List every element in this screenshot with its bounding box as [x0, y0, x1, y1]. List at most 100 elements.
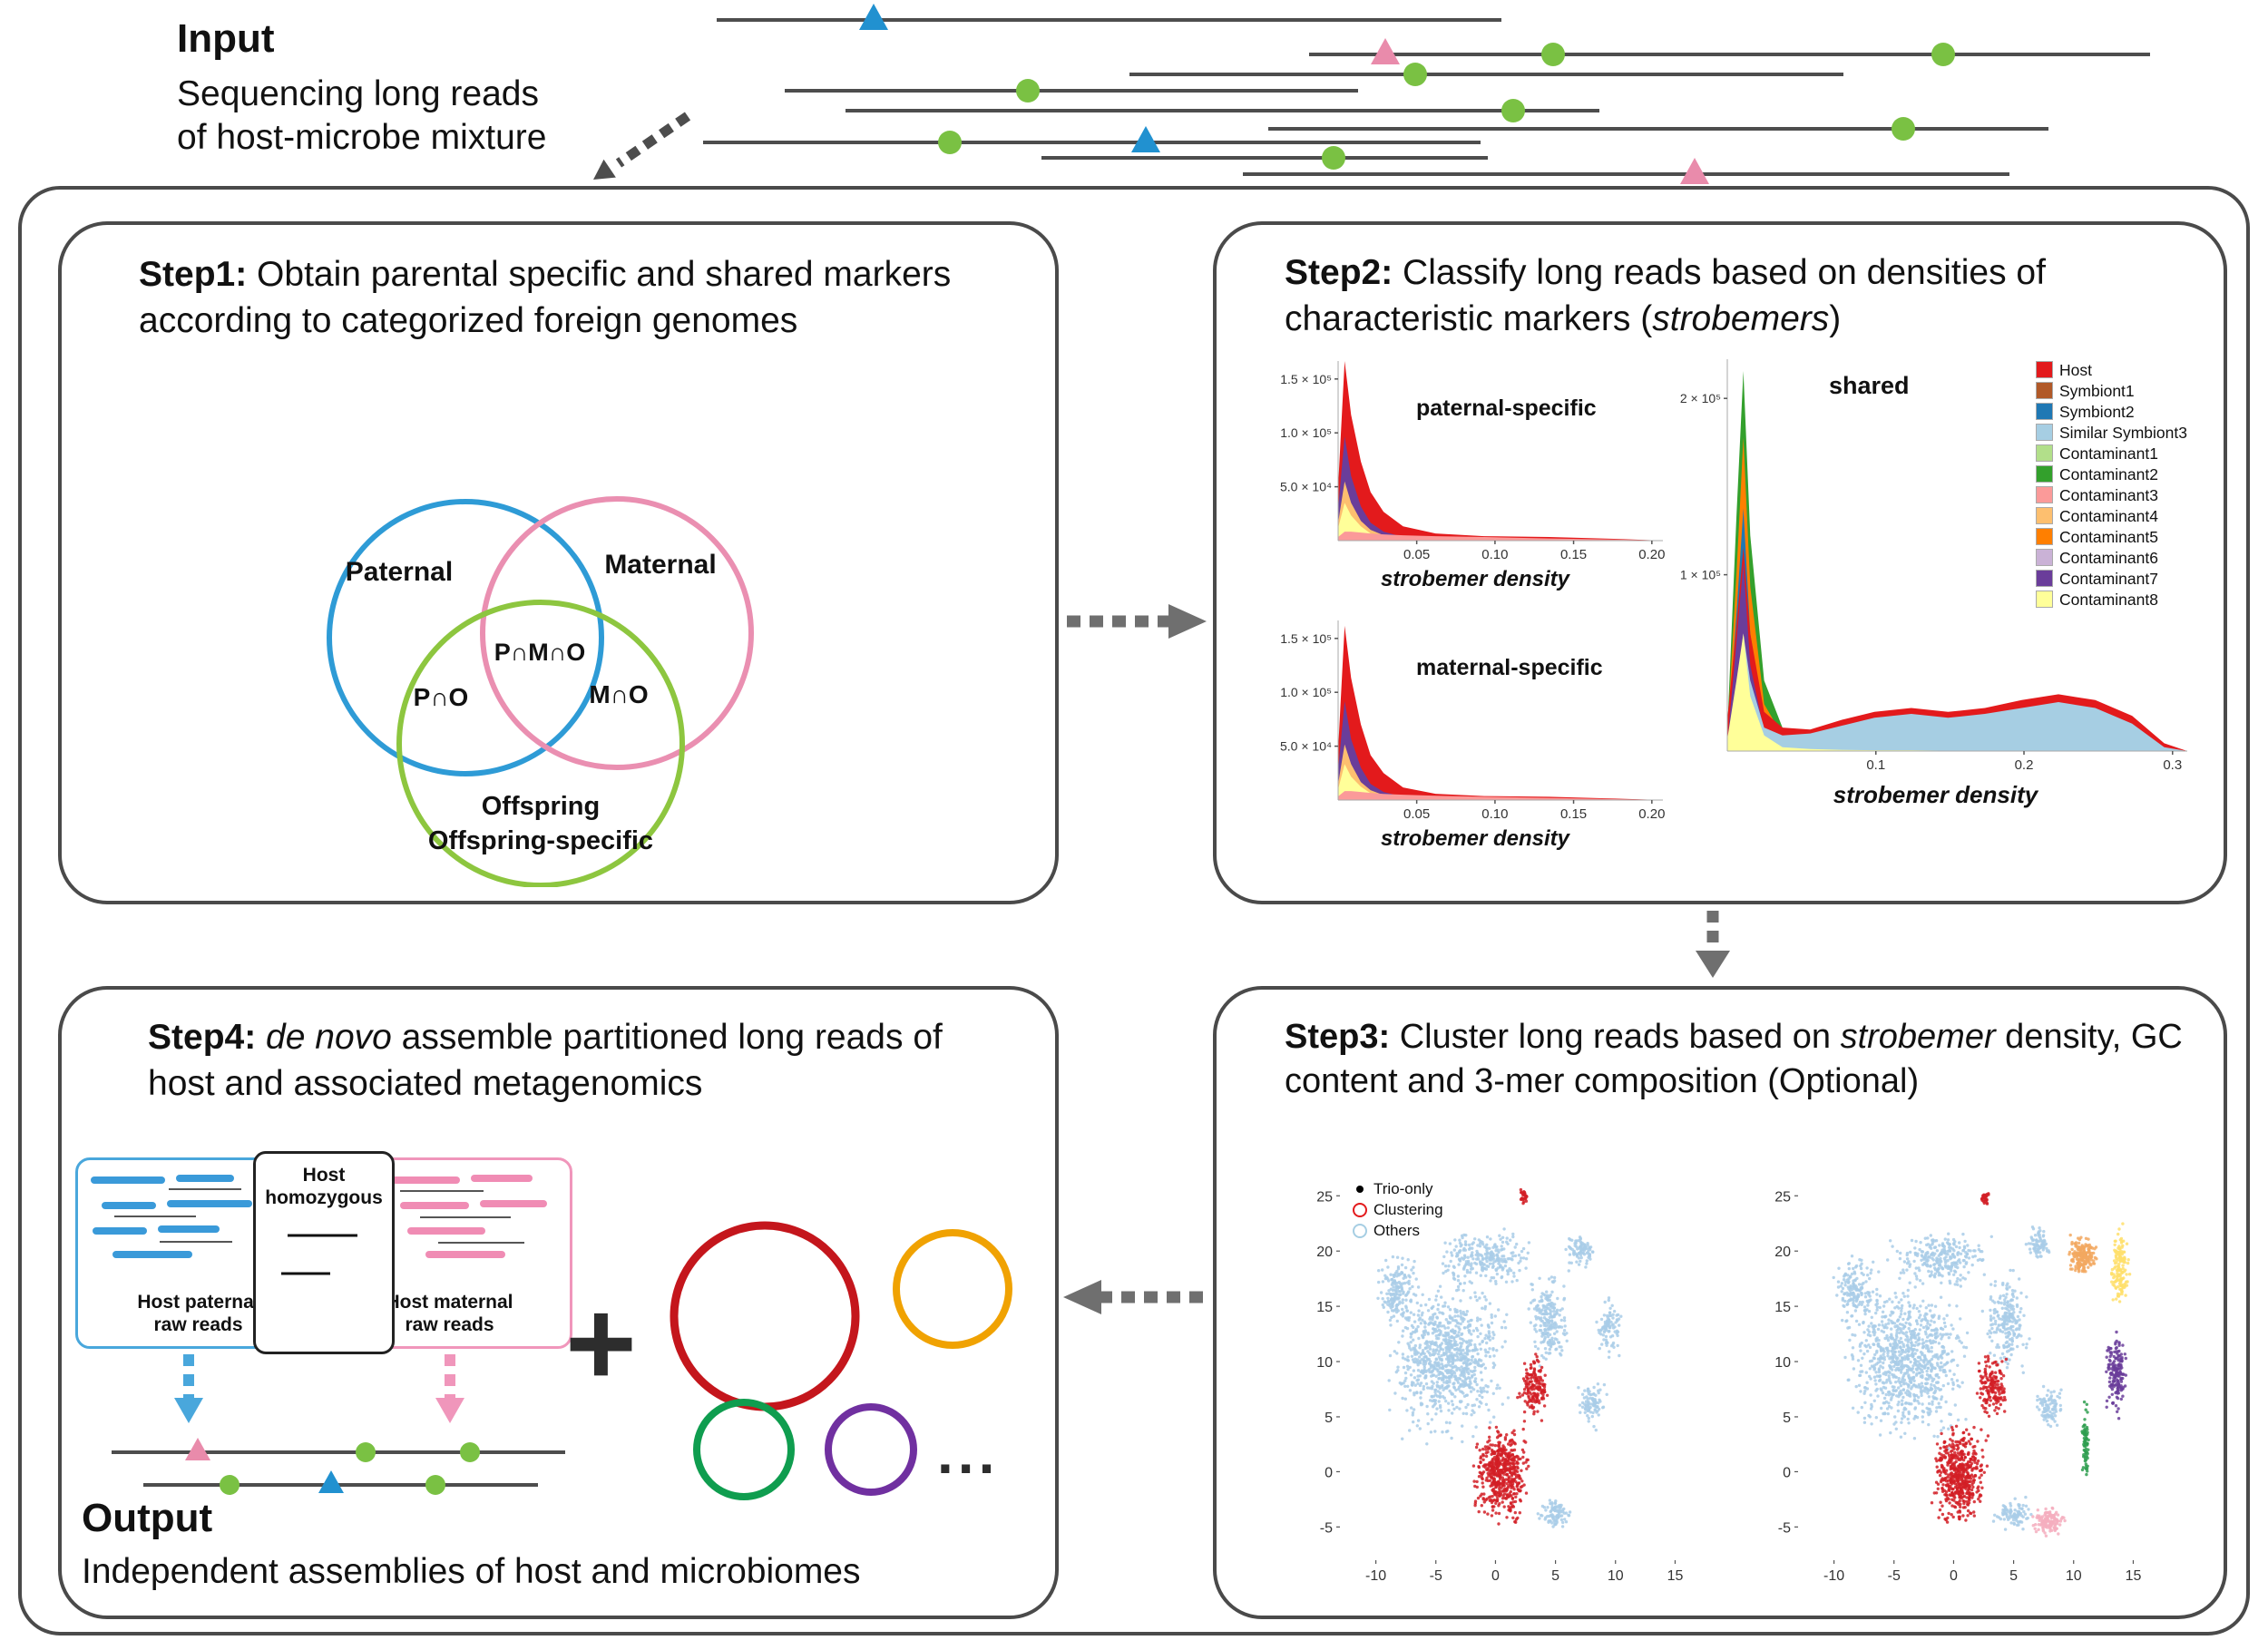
legend-label: Contaminant8: [2058, 590, 2158, 609]
venn-circle-maternal: [480, 496, 754, 770]
svg-text:15: 15: [1667, 1568, 1684, 1584]
paternal-reads-illustration: [91, 1175, 252, 1258]
legend-label: Contaminant2: [2058, 464, 2158, 483]
legend-label: Contaminant1: [2058, 444, 2158, 463]
legend-label: Similar Symbiont3: [2058, 423, 2187, 442]
svg-text:-5: -5: [1320, 1520, 1333, 1536]
legend-item: Contaminant1: [2035, 444, 2187, 463]
ellipsis: ...: [937, 1421, 999, 1486]
plus-sign: +: [565, 1274, 637, 1411]
legend-label: Symbiont2: [2058, 402, 2135, 421]
svg-text:0.05: 0.05: [1403, 547, 1430, 562]
square-swatch-icon: [2035, 528, 2053, 545]
step3-title-italic: strobemer: [1840, 1018, 1996, 1056]
step1-title: Step1: Obtain parental specific and shar…: [62, 225, 1055, 344]
svg-text:5.0 × 10⁴: 5.0 × 10⁴: [1280, 739, 1332, 754]
reads-group: [703, 4, 2150, 184]
venn-label-po: P∩O: [414, 683, 469, 711]
step4-title: Step4: de novo assemble partitioned long…: [62, 990, 1055, 1107]
legend-item: Contaminant7: [2035, 569, 2187, 588]
venn-label-maternal: Maternal: [604, 550, 716, 580]
step3-panel: Step3: Cluster long reads based on strob…: [1213, 986, 2227, 1619]
venn-label-offspring-specific: Offspring-specific: [428, 826, 653, 855]
legend-label: Contaminant3: [2058, 485, 2158, 504]
square-swatch-icon: [2035, 570, 2053, 587]
input-title: Input: [177, 16, 275, 61]
legend-item: Others: [1353, 1223, 1443, 1239]
step2-title-text: Classify long reads based on densities o…: [1285, 253, 2046, 338]
svg-text:5: 5: [2009, 1568, 2018, 1584]
svg-text:-5: -5: [1888, 1568, 1901, 1584]
homozygous-reads-illustration: [281, 1234, 357, 1275]
square-swatch-icon: [2035, 486, 2053, 503]
svg-text:1.0 × 10⁵: 1.0 × 10⁵: [1280, 425, 1332, 440]
host-maternal-box: Host maternal raw reads: [327, 1157, 572, 1349]
svg-text:0: 0: [1950, 1568, 1958, 1584]
pipeline-outer-box: Step1: Obtain parental specific and shar…: [18, 186, 2250, 1635]
square-swatch-icon: [2035, 424, 2053, 441]
legend-label: Contaminant6: [2058, 548, 2158, 567]
shared-xaxis-label: strobemer density: [1833, 781, 2038, 808]
paternal-xaxis-label: strobemer density: [1380, 567, 1570, 591]
paternal-arrow-head: [174, 1398, 203, 1423]
svg-text:0.20: 0.20: [1638, 547, 1665, 562]
svg-text:0.3: 0.3: [2163, 757, 2182, 773]
paternal-plot-label: paternal-specific: [1416, 395, 1597, 421]
input-reads-illustration: [703, 4, 2150, 184]
legend-label: Contaminant5: [2058, 527, 2158, 546]
step1-title-text: Obtain parental specific and shared mark…: [139, 255, 952, 340]
legend-item: Contaminant8: [2035, 590, 2187, 609]
svg-text:10: 10: [1774, 1355, 1791, 1371]
square-swatch-icon: [2035, 382, 2053, 399]
svg-text:15: 15: [1316, 1300, 1333, 1315]
host-homozygous-box: Host homozygous: [253, 1151, 395, 1354]
step3-title: Step3: Cluster long reads based on strob…: [1217, 990, 2224, 1105]
legend-item: Contaminant6: [2035, 548, 2187, 567]
svg-text:20: 20: [1774, 1245, 1791, 1260]
svg-text:0.15: 0.15: [1560, 547, 1587, 562]
legend-item: Contaminant5: [2035, 527, 2187, 546]
legend-item: Symbiont1: [2035, 382, 2187, 399]
svg-text:1 × 10⁵: 1 × 10⁵: [1680, 568, 1721, 582]
host-assembly-circle: [670, 1221, 860, 1411]
legend-item: Contaminant2: [2035, 464, 2187, 483]
input-subtitle-line2: of host-microbe mixture: [177, 117, 547, 157]
svg-text:1.5 × 10⁵: 1.5 × 10⁵: [1280, 631, 1332, 646]
step2-title-italic: strobemers: [1652, 298, 1830, 338]
legend-label: Contaminant7: [2058, 569, 2158, 588]
svg-text:15: 15: [2126, 1568, 2142, 1584]
svg-text:-5: -5: [1778, 1520, 1791, 1536]
venn-label-paternal: Paternal: [346, 557, 453, 587]
svg-text:-10: -10: [1365, 1568, 1386, 1584]
svg-text:15: 15: [1774, 1300, 1791, 1315]
arrow-step2-to-step3: [1696, 911, 1730, 978]
svg-text:-5: -5: [1430, 1568, 1442, 1584]
step1-label: Step1:: [139, 255, 248, 294]
maternal-reads-illustration: [389, 1175, 547, 1258]
input-subtitle-line1: Sequencing long reads: [177, 74, 539, 113]
partition-arrows: [174, 1354, 464, 1423]
arrow-step3-to-step4: [1063, 1280, 1203, 1314]
svg-text:1.0 × 10⁵: 1.0 × 10⁵: [1280, 685, 1332, 699]
partitioned-reads-illustration: [112, 1438, 565, 1495]
svg-text:0: 0: [1491, 1568, 1500, 1584]
square-swatch-icon: [2035, 591, 2053, 608]
shared-plot-label: shared: [1829, 372, 1910, 399]
microbe-assembly-circle-purple: [825, 1403, 917, 1496]
svg-text:5.0 × 10⁴: 5.0 × 10⁴: [1280, 480, 1332, 494]
svg-text:0.05: 0.05: [1403, 806, 1430, 822]
maternal-xaxis-label: strobemer density: [1380, 826, 1570, 851]
arrow-input-to-pipeline: [593, 112, 691, 180]
host-paternal-label: Host paternal raw reads: [137, 1292, 259, 1336]
step3-title-post: density, GC content and 3-mer compositio…: [1285, 1018, 2183, 1101]
square-swatch-icon: [2035, 444, 2053, 462]
